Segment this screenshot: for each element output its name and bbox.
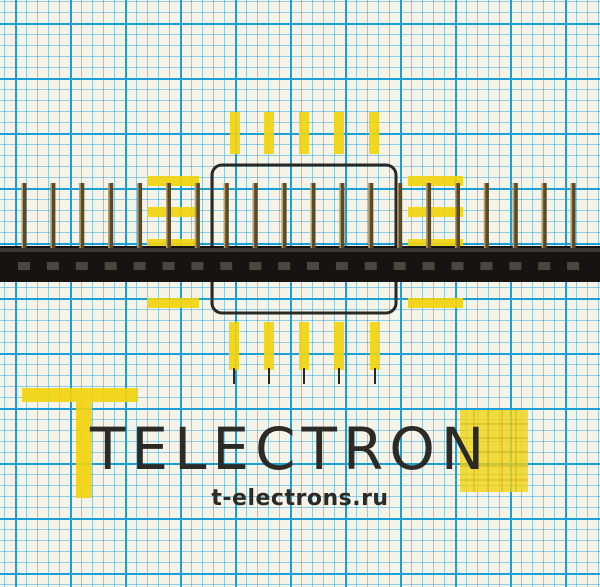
header-slot: [162, 262, 175, 270]
header-slot: [364, 262, 377, 270]
header-pin: [339, 183, 345, 248]
header-slot: [307, 262, 319, 270]
header-pin: [50, 183, 56, 248]
header-pin-highlight: [426, 183, 428, 248]
header-pin: [79, 183, 85, 248]
header-pin: [223, 183, 229, 248]
header-slot: [335, 262, 348, 270]
header-pin-highlight: [79, 183, 81, 248]
chip-outline: [210, 163, 398, 315]
header-pin-highlight: [310, 183, 312, 248]
header-pin: [512, 183, 518, 248]
header-slot: [133, 262, 146, 270]
header-pin: [368, 183, 374, 248]
header-pin: [166, 183, 171, 248]
header-pin: [252, 183, 258, 248]
header-slot: [46, 262, 59, 270]
header-pin: [137, 183, 143, 248]
header-pin-highlight: [541, 183, 544, 248]
pin-header-strip: [0, 183, 600, 282]
header-pin-highlight: [281, 183, 284, 248]
header-slot: [191, 262, 204, 270]
header-pin: [483, 183, 489, 248]
header-pin-highlight: [512, 183, 515, 248]
header-pin-highlight: [455, 183, 457, 248]
header-pin: [397, 183, 403, 248]
header-pin-highlight: [368, 183, 370, 248]
logo-text: TELECTRON: [90, 415, 491, 483]
header-pin: [541, 183, 547, 248]
header-slot: [509, 262, 522, 270]
header-slot: [422, 262, 435, 270]
header-pin: [194, 183, 200, 248]
header-pin-highlight: [194, 183, 197, 248]
header-pin-highlight: [339, 183, 341, 248]
header-pin-highlight: [483, 183, 486, 248]
header-slot: [567, 262, 580, 270]
header-pin-highlight: [252, 183, 255, 248]
header-pin: [21, 183, 27, 248]
header-pin: [108, 183, 114, 248]
header-pin-highlight: [108, 183, 110, 248]
header-pin: [310, 183, 316, 248]
header-pin-highlight: [570, 183, 573, 248]
site-url: t-electrons.ru: [211, 486, 389, 511]
header-slot: [75, 262, 88, 270]
header-pin-highlight: [397, 183, 399, 248]
header-pin: [281, 183, 287, 248]
header-slot: [538, 262, 551, 270]
header-pin-highlight: [21, 183, 23, 248]
header-slot: [451, 262, 464, 270]
header-pin: [455, 183, 460, 248]
header-slot: [104, 262, 117, 270]
header-slot: [249, 262, 262, 270]
header-pin-highlight: [50, 183, 52, 248]
header-pin-highlight: [166, 183, 168, 248]
header-pin-highlight: [137, 183, 139, 248]
header-slot: [220, 262, 233, 270]
header-slot: [278, 262, 291, 270]
header-pin: [570, 183, 576, 248]
header-slot: [18, 262, 30, 270]
header-slot: [393, 262, 406, 270]
header-slot: [480, 262, 493, 270]
header-pin: [426, 183, 432, 248]
header-pin-highlight: [223, 183, 226, 248]
